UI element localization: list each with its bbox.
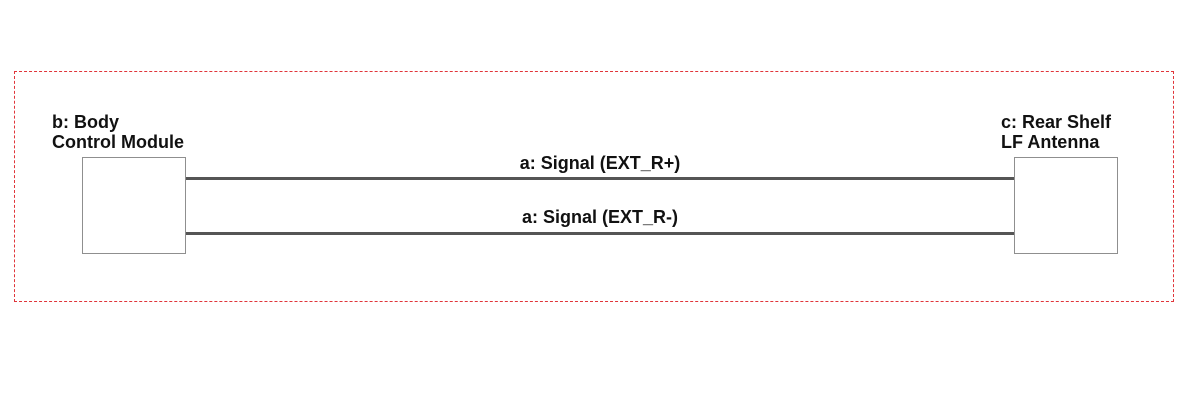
diagram-frame	[14, 71, 1174, 302]
component-label-line: c: Rear Shelf	[1001, 112, 1112, 132]
component-label-line: b: Body	[52, 112, 119, 132]
body-control-module-label: b: Body Control Module	[52, 112, 184, 152]
wire-label-ext-r-plus: a: Signal (EXT_R+)	[519, 153, 681, 173]
wire-ext-r-minus	[186, 232, 1014, 235]
wire-ext-r-plus	[186, 177, 1014, 180]
body-control-module-box	[82, 157, 186, 254]
wire-label-ext-r-minus: a: Signal (EXT_R-)	[521, 207, 678, 227]
rear-shelf-antenna-box	[1014, 157, 1118, 254]
component-label-line: Control Module	[52, 132, 184, 152]
component-label-line: LF Antenna	[1001, 132, 1100, 152]
rear-shelf-antenna-label: c: Rear Shelf LF Antenna	[1001, 112, 1111, 152]
